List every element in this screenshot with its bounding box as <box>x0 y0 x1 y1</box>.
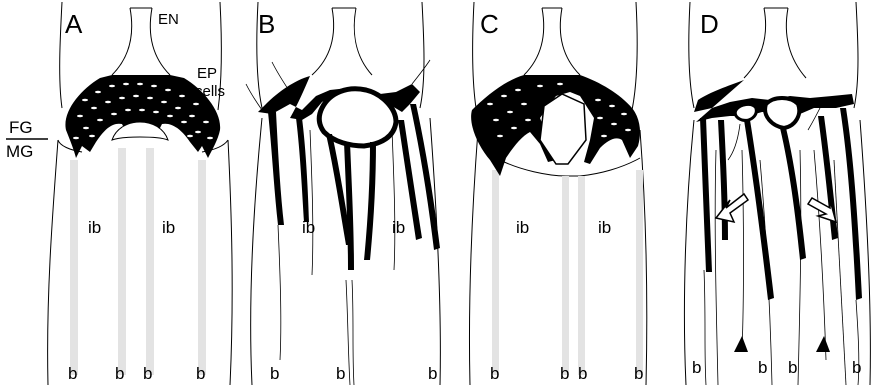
panel-a-ib-right: ib <box>162 218 175 237</box>
panel-c-b-2: b <box>560 364 569 383</box>
panel-a-b-3: b <box>143 364 152 383</box>
arrowhead-right <box>816 336 830 352</box>
panel-b-b-2: b <box>336 364 345 383</box>
panel-b-ib-left: ib <box>302 218 315 237</box>
panel-c-b-1: b <box>490 364 499 383</box>
panel-c-ib-right: ib <box>598 218 611 237</box>
mg-label: MG <box>6 142 33 161</box>
panel-d-letter: D <box>700 9 719 39</box>
panel-d-b-3: b <box>788 358 797 377</box>
panel-b-ib-right: ib <box>392 218 405 237</box>
panel-a-b-1: b <box>68 364 77 383</box>
panel-a-b-2: b <box>115 364 124 383</box>
panel-c-ib-left: ib <box>516 218 529 237</box>
panel-a-ib-left: ib <box>88 218 101 237</box>
panel-a-cells-label: cells <box>195 83 225 100</box>
arrowhead-left <box>734 336 748 352</box>
panel-b-letter: B <box>258 9 275 39</box>
fg-label: FG <box>9 118 33 137</box>
panel-d-b-4: b <box>852 358 861 377</box>
panel-a-ep-label: EP <box>197 65 217 82</box>
panel-a-en-label: EN <box>158 11 179 28</box>
panel-c: C ib ib b b b b <box>469 2 646 385</box>
panel-c-letter: C <box>480 9 499 39</box>
panel-a: A <box>48 2 233 385</box>
panel-b: B ib ib b b b <box>246 2 440 385</box>
fg-mg-boundary: FG MG <box>6 118 48 161</box>
panel-b-b-3: b <box>428 364 437 383</box>
panel-c-b-4: b <box>634 364 643 383</box>
panel-d-b-1: b <box>692 358 701 377</box>
panel-a-letter: A <box>65 9 83 39</box>
panel-c-b-3: b <box>578 364 587 383</box>
panel-b-b-1: b <box>270 364 279 383</box>
panel-a-b-4: b <box>196 364 205 383</box>
panel-d-b-2: b <box>758 358 767 377</box>
panel-d: D <box>684 2 870 385</box>
